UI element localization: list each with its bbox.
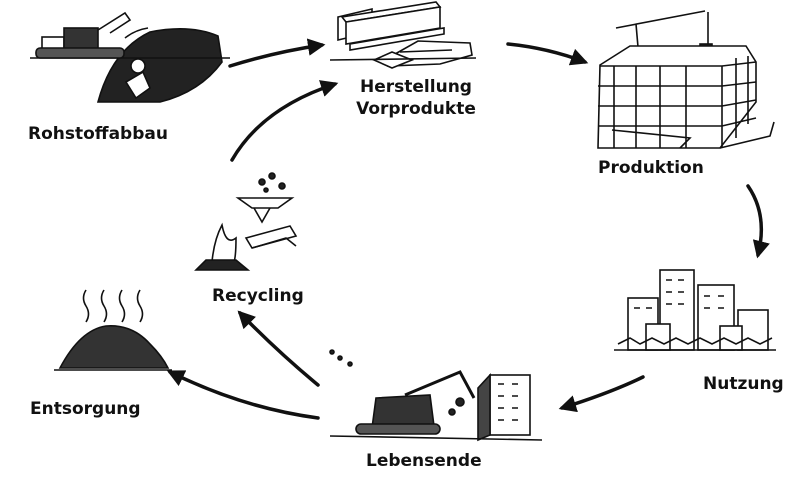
arrow-rohstoff-to-herstellung [228, 38, 326, 68]
stage-label-lebensende: Lebensende [366, 451, 482, 471]
recycling-furnace-icon [194, 172, 298, 271]
construction-crane-building-icon [597, 10, 775, 149]
waste-heap-icon [54, 289, 172, 371]
city-skyline-icon [614, 269, 776, 351]
arrow-nutzung-to-lebensende [558, 375, 645, 413]
arrow-produktion-to-nutzung [746, 184, 770, 259]
stage-label-herstellung-line1: Herstellung [360, 77, 472, 97]
stage-label-herstellung-line2: Vorprodukte [356, 99, 476, 119]
steel-beams-icon [329, 1, 477, 69]
stage-label-entsorgung: Entsorgung [30, 399, 141, 419]
stage-label-recycling: Recycling [212, 286, 304, 306]
arrow-herstellung-to-produktion [506, 42, 589, 66]
mining-excavator-icon [30, 11, 230, 103]
stage-label-rohstoffabbau: Rohstoffabbau [28, 124, 168, 144]
arrow-lebensende-to-entsorgung [166, 370, 320, 420]
demolition-excavator-icon [329, 349, 543, 442]
stage-label-produktion: Produktion [598, 158, 704, 178]
arrow-recycling-to-herstellung [230, 80, 339, 162]
stage-label-herstellung: Herstellung Vorprodukte [340, 76, 492, 120]
arrow-lebensende-to-recycling [237, 310, 320, 387]
stage-label-nutzung: Nutzung [703, 374, 784, 394]
